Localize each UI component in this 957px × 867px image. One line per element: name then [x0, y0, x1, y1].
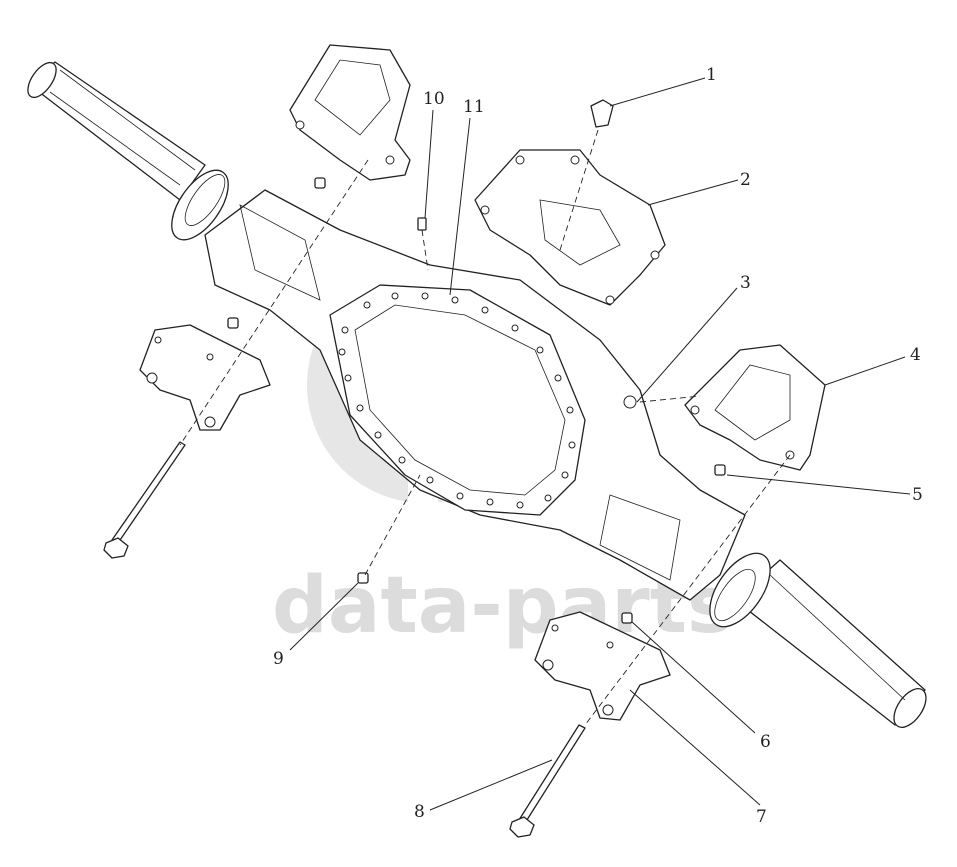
- bushing-bottom: [357, 572, 369, 584]
- left-axle-shaft: [27, 61, 229, 241]
- assembly-lines: [179, 129, 791, 726]
- callout-5: 5: [912, 485, 923, 505]
- lower-clamp-plate-left: [139, 324, 271, 431]
- callout-10: 10: [423, 89, 445, 109]
- callout-3: 3: [740, 273, 751, 293]
- axle-housing: [204, 189, 746, 601]
- upper-spring-seat-left: [289, 44, 411, 181]
- leader-lines: [289, 77, 911, 811]
- callout-11: 11: [463, 97, 485, 117]
- bushing-upper-left: [314, 177, 326, 189]
- upper-spring-seat-right: [684, 344, 826, 471]
- callout-9: 9: [273, 649, 284, 669]
- callout-labels: 1 2 3 4 5 6 7 8 9 10 11: [273, 65, 923, 827]
- callout-7: 7: [756, 807, 767, 827]
- bushing-right-upper: [714, 464, 726, 476]
- callout-6: 6: [760, 732, 771, 752]
- top-bracket: [474, 149, 666, 306]
- callout-2: 2: [740, 170, 751, 190]
- long-bolt-right: [509, 724, 586, 838]
- callout-8: 8: [414, 802, 425, 822]
- callout-1: 1: [706, 65, 717, 85]
- top-bolt: [590, 99, 614, 128]
- lower-clamp-plate-right: [534, 611, 671, 721]
- breather-plug: [417, 217, 427, 231]
- long-bolt-left: [103, 441, 186, 559]
- bushing-lower-left: [227, 317, 239, 329]
- right-axle-shaft: [709, 552, 927, 728]
- bushing-right-lower: [621, 612, 633, 624]
- callout-4: 4: [910, 345, 921, 365]
- flange-bolt-holes: [338, 292, 576, 509]
- plug: [623, 395, 637, 409]
